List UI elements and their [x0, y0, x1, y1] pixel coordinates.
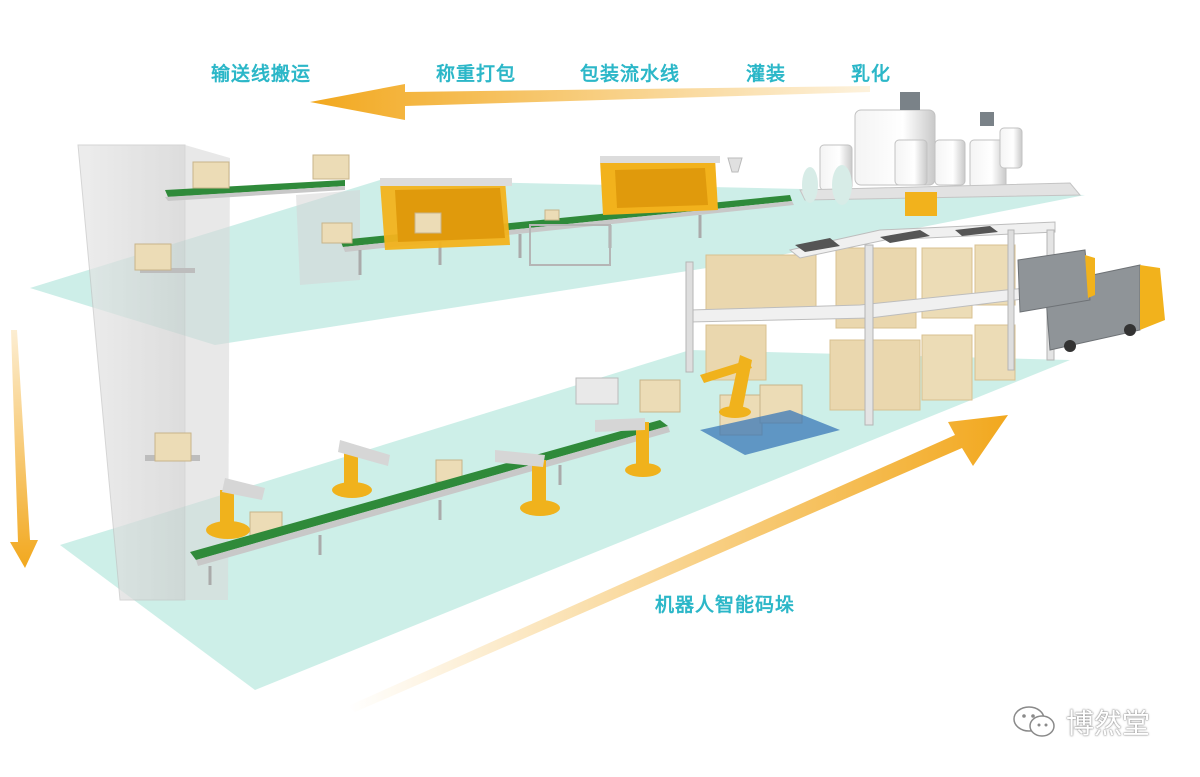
- left-down-arrow: [10, 330, 38, 568]
- stage-label-weigh-pack: 称重打包: [436, 63, 517, 85]
- stage-label-packaging-line: 包装流水线: [580, 63, 681, 85]
- delivery-truck: [1017, 249, 1165, 352]
- lower-conveyor: [190, 420, 670, 585]
- pallet-mat: [700, 410, 840, 455]
- stage-label-conveyor: 输送线搬运: [211, 63, 312, 85]
- wechat-icon: [1013, 706, 1055, 737]
- robot-arms: [206, 355, 752, 539]
- top-flow-arrow: [310, 84, 870, 120]
- upper-floor: [30, 180, 1085, 345]
- stage-label-emulsify: 乳化: [851, 63, 892, 85]
- emulsifier-tanks: [727, 92, 1082, 216]
- flow-arrows: [10, 84, 1008, 712]
- bottom-flow-arrow: [348, 415, 1008, 712]
- stage-label-filling: 灌装: [746, 63, 787, 85]
- stage-label-palletizing: 机器人智能码垛: [655, 594, 796, 616]
- watermark-text: 博然堂: [1066, 707, 1151, 740]
- watermark: 博然堂: [1012, 702, 1150, 742]
- warehouse-rack: [685, 221, 1056, 426]
